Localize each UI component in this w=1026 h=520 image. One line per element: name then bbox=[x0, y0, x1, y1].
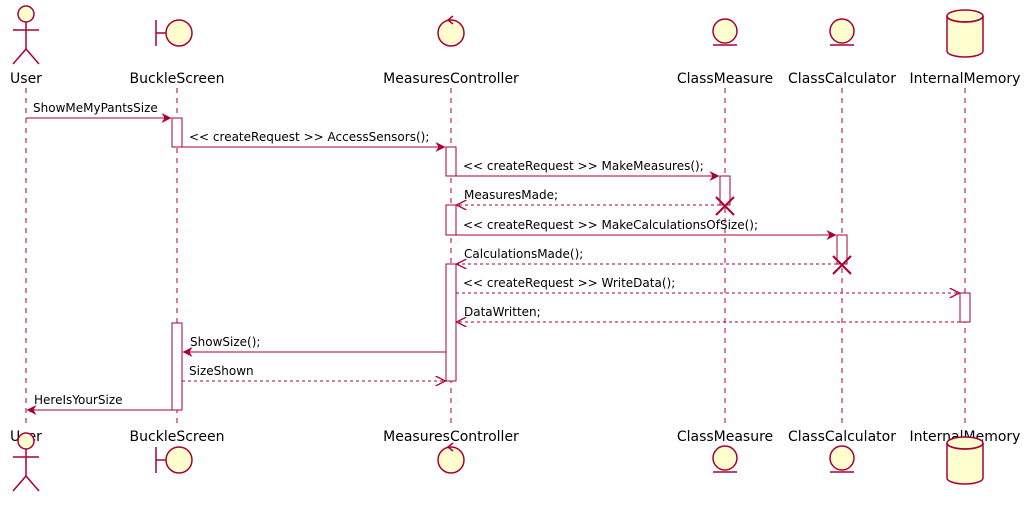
activation-bar-calculator bbox=[836, 234, 848, 265]
destroy-x-icon bbox=[832, 255, 852, 275]
message-label: ShowSize(); bbox=[190, 335, 260, 349]
boundary-icon bbox=[155, 446, 193, 474]
database-icon bbox=[946, 9, 984, 58]
actor-icon bbox=[12, 5, 40, 65]
activation-bar-buckle bbox=[171, 322, 183, 411]
participant-label: User bbox=[10, 71, 42, 87]
participant-controller-bottom: MeasuresController bbox=[383, 429, 519, 474]
message-label: << createRequest >> MakeMeasures(); bbox=[463, 159, 704, 173]
participant-label: InternalMemory bbox=[910, 71, 1021, 87]
participant-label: ClassCalculator bbox=[788, 429, 896, 445]
participant-controller-top: MeasuresController bbox=[383, 15, 519, 87]
message-10: SizeShown bbox=[182, 364, 445, 381]
participant-buckle-top: BuckleScreen bbox=[130, 19, 225, 87]
participant-calculator-top: ClassCalculator bbox=[788, 18, 896, 87]
message-label: HereIsYourSize bbox=[34, 393, 123, 407]
participant-calculator-bottom: ClassCalculator bbox=[788, 429, 896, 473]
message-label: DataWritten; bbox=[464, 305, 541, 319]
message-label: CalculationsMade(); bbox=[464, 247, 583, 261]
database-icon bbox=[946, 436, 984, 485]
control-icon bbox=[437, 442, 465, 474]
message-1: ShowMeMyPantsSize bbox=[26, 101, 172, 123]
message-label: << createRequest >> AccessSensors(); bbox=[189, 130, 429, 144]
message-3: << createRequest >> MakeMeasures(); bbox=[456, 159, 720, 181]
participant-memory-top: InternalMemory bbox=[910, 9, 1021, 87]
activation-bar-memory bbox=[959, 292, 971, 323]
participant-measure-top: ClassMeasure bbox=[677, 18, 773, 87]
message-7: << createRequest >> WriteData(); bbox=[456, 276, 959, 293]
participant-label: BuckleScreen bbox=[130, 429, 225, 445]
message-5: << createRequest >> MakeCalculationsOfSi… bbox=[456, 218, 837, 240]
entity-icon bbox=[829, 18, 855, 46]
message-6: CalculationsMade(); bbox=[457, 247, 852, 275]
activation-bar-controller bbox=[445, 263, 457, 382]
entity-icon bbox=[712, 445, 738, 473]
message-label: MeasuresMade; bbox=[464, 188, 558, 202]
participant-user-bottom: User bbox=[10, 429, 42, 492]
actor-icon bbox=[12, 432, 40, 492]
message-9: ShowSize(); bbox=[182, 335, 446, 357]
message-8: DataWritten; bbox=[457, 305, 960, 322]
destroy-x-icon bbox=[715, 196, 735, 216]
activation-bar-buckle bbox=[171, 117, 183, 148]
participant-buckle-bottom: BuckleScreen bbox=[130, 429, 225, 474]
message-11: HereIsYourSize bbox=[26, 393, 172, 415]
message-label: ShowMeMyPantsSize bbox=[33, 101, 158, 115]
message-label: << createRequest >> MakeCalculationsOfSi… bbox=[463, 218, 758, 232]
participant-label: ClassMeasure bbox=[677, 429, 773, 445]
participant-memory-bottom: InternalMemory bbox=[910, 429, 1020, 485]
activation-bar-measure bbox=[719, 175, 731, 206]
activation-bar-controller bbox=[445, 146, 457, 177]
participant-label: ClassMeasure bbox=[677, 71, 773, 87]
activation-bar-controller bbox=[445, 204, 457, 236]
participant-label: MeasuresController bbox=[383, 71, 519, 87]
entity-icon bbox=[829, 445, 855, 473]
boundary-icon bbox=[155, 19, 193, 47]
participant-label: BuckleScreen bbox=[130, 71, 225, 87]
message-label: SizeShown bbox=[189, 364, 254, 378]
control-icon bbox=[437, 15, 465, 47]
participant-user-top: User bbox=[10, 5, 42, 87]
participant-label: ClassCalculator bbox=[788, 71, 896, 87]
message-label: << createRequest >> WriteData(); bbox=[463, 276, 675, 290]
message-2: << createRequest >> AccessSensors(); bbox=[182, 130, 446, 152]
entity-icon bbox=[712, 18, 738, 46]
participant-label: MeasuresController bbox=[383, 429, 519, 445]
participant-measure-bottom: ClassMeasure bbox=[677, 429, 773, 473]
message-4: MeasuresMade; bbox=[457, 188, 735, 216]
